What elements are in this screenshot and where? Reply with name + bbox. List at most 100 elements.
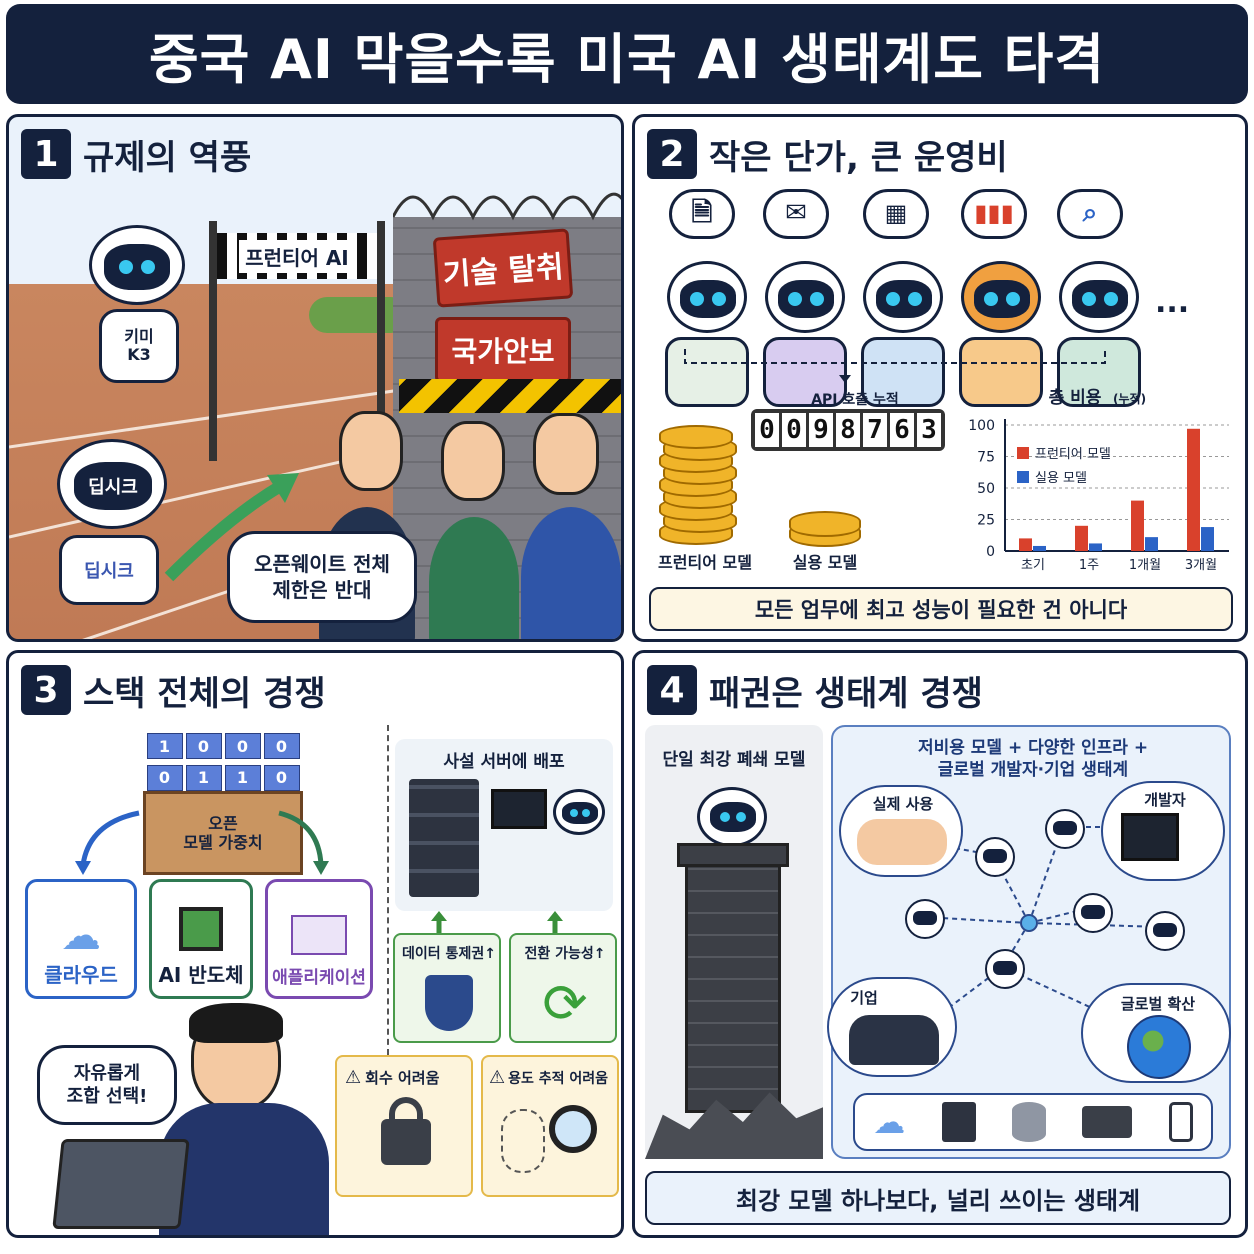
x-tick-label: 초기 [1021, 558, 1045, 573]
panel-regulation: 1 규제의 역풍 프런티어 AI 기술 탈취 국가안보 키미 K3 [6, 114, 624, 642]
chip-icon [179, 907, 223, 951]
refresh-icon: ⟳ [542, 971, 588, 1035]
tower-label: 단일 최강 폐쇄 모델 [662, 750, 806, 770]
bar-frontier [1187, 428, 1200, 551]
panel2-caption: 모든 업무에 최고 성능이 필요한 건 아니다 [649, 587, 1233, 631]
frontier-coins-label: 프런티어 모델 [658, 553, 752, 572]
panel1-heading: 1 규제의 역풍 [21, 129, 251, 179]
unknown-user-icon [501, 1109, 545, 1173]
bar-practical [1033, 545, 1046, 551]
application-box: 애플리케이션 [265, 879, 373, 999]
legend-swatch [1017, 447, 1029, 459]
tower-card: 단일 최강 폐쇄 모델 [645, 725, 823, 1159]
panel-cost: 2 작은 단가, 큰 운영비 🗎 ✉ ▦ ▮▮▮ ⌕ ... [632, 114, 1248, 642]
bar-practical [1201, 527, 1214, 551]
worker-robots: 🗎 ✉ ▦ ▮▮▮ ⌕ ... [649, 189, 1209, 429]
tree-line [309, 297, 409, 333]
robot1-label: 키미 K3 [124, 327, 154, 364]
robot-worker [1053, 261, 1143, 411]
y-tick-label: 0 [986, 544, 995, 560]
mail-icon: ✉ [785, 198, 807, 229]
real-use-group: 실제 사용 [839, 785, 963, 877]
robot-node [1073, 893, 1113, 933]
ellipsis: ... [1155, 285, 1190, 320]
speech-chart: ▮▮▮ [961, 189, 1031, 243]
panel4-caption: 최강 모델 하나보다, 널리 쓰이는 생태계 [645, 1171, 1231, 1225]
data-control-card: 데이터 통제권↑ [393, 933, 501, 1043]
server-title: 사설 서버에 배포 [443, 752, 565, 772]
robot-node [1045, 809, 1085, 849]
y-tick-label: 75 [977, 450, 995, 466]
x-tick-label: 1개월 [1129, 558, 1161, 573]
legend-label: 프런티어 모델 [1035, 447, 1111, 462]
robot-worker [759, 261, 849, 411]
sign-national-security: 국가안보 [435, 317, 571, 383]
coin-stack-practical [789, 507, 865, 547]
open-weights-box: 1 0 0 0 0 1 1 0 오픈 모델 가중치 [123, 723, 323, 875]
robot-node [905, 899, 945, 939]
robot-mechanic [553, 789, 605, 835]
robot-node [975, 837, 1015, 877]
global-group: 글로벌 확산 [1081, 983, 1231, 1083]
bar-frontier [1131, 500, 1144, 551]
database-icon [1011, 1102, 1046, 1142]
tower-robot [697, 787, 767, 847]
globe-icon [1127, 1015, 1191, 1079]
robot-worker [955, 261, 1045, 411]
robot-deepseek: 딥시크 딥시크 [49, 439, 199, 639]
gpu-icon [1082, 1106, 1133, 1138]
panel-number: 3 [21, 665, 71, 715]
robot-worker [661, 261, 751, 411]
legend-swatch [1017, 471, 1029, 483]
person-hair [189, 1003, 283, 1043]
coin-stack-frontier [659, 417, 749, 547]
enterprise-group: 기업 [827, 977, 957, 1077]
warning-icon: ⚠ [345, 1067, 362, 1088]
panel-stack: 3 스택 전체의 경쟁 1 0 0 0 0 1 1 0 오픈 모델 가중치 ☁ … [6, 650, 624, 1238]
monitor-icon [491, 789, 547, 829]
trace-warning-card: ⚠ 용도 추적 어려움 [481, 1055, 619, 1197]
panel2-heading: 2 작은 단가, 큰 운영비 [647, 129, 1008, 179]
document-icon: 🗎 [691, 198, 713, 229]
section-divider [387, 725, 389, 1055]
speech-search: ⌕ [1057, 189, 1127, 243]
y-tick-label: 25 [977, 513, 995, 529]
person-thinking [521, 507, 621, 639]
speech-doc: 🗎 [669, 189, 739, 243]
sign-tech-theft: 기술 탈취 [432, 228, 574, 308]
robot-node [985, 949, 1025, 989]
chart-title: 총 비용 [1049, 388, 1102, 408]
bar-frontier [1075, 525, 1088, 551]
page-title: 중국 AI 막을수록 미국 AI 생태계도 타격 [148, 27, 1106, 91]
finish-banner: 프런티어 AI [217, 233, 377, 279]
tower [685, 853, 781, 1113]
distribution-arrows [75, 810, 329, 875]
panel3-heading: 3 스택 전체의 경쟁 [21, 665, 326, 715]
private-server-card: 사설 서버에 배포 [395, 739, 613, 911]
coin [659, 425, 733, 449]
robot2-label: 딥시크 [84, 561, 134, 582]
magnifier-icon: ⌕ [1082, 198, 1098, 229]
robot-kimi: 키미 K3 [39, 225, 189, 415]
panel-title: 스택 전체의 경쟁 [83, 673, 326, 714]
developer-group: 개발자 [1101, 781, 1225, 881]
magnifier-icon [549, 1105, 597, 1153]
hazard-stripe [399, 379, 621, 413]
panel-number: 4 [647, 665, 697, 715]
connection-line [684, 349, 1106, 383]
robot-worker [857, 261, 947, 411]
phone-icon [1168, 1102, 1193, 1142]
speech-bubble-openweight: 오픈웨이트 전체 제한은 반대 [227, 531, 417, 623]
y-tick-label: 50 [977, 481, 995, 497]
spreadsheet-icon: ▦ [884, 199, 908, 228]
cloud-icon: ☁ [61, 913, 101, 959]
finish-gate: 프런티어 AI [209, 221, 389, 471]
panel-title: 규제의 역풍 [83, 137, 252, 178]
ai-chip-box: AI 반도체 [149, 879, 253, 999]
panel-number: 1 [21, 129, 71, 179]
recall-warning-card: ⚠ 회수 어려움 [335, 1055, 473, 1197]
person-woman [429, 517, 519, 639]
panel-title: 작은 단가, 큰 운영비 [709, 137, 1008, 178]
server-icon [941, 1102, 976, 1142]
robot-node [1145, 911, 1185, 951]
